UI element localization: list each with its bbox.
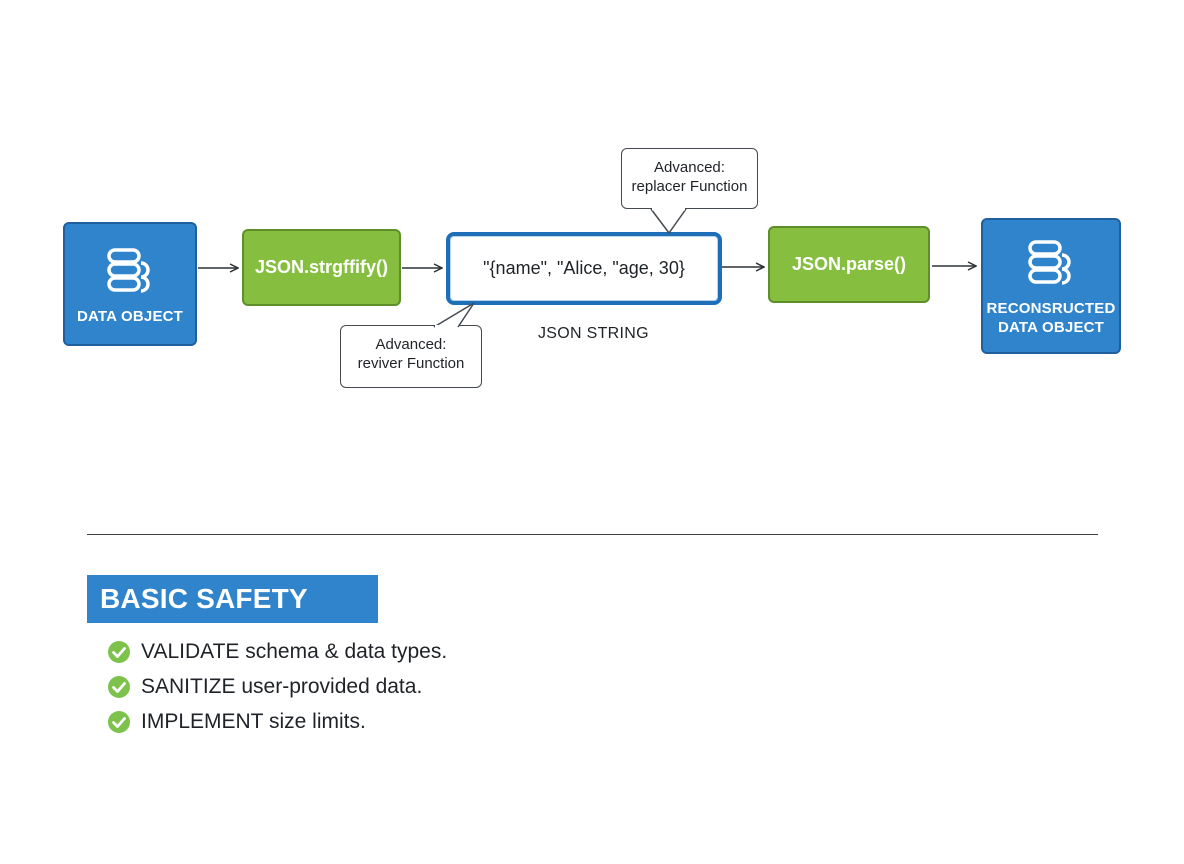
reviver-callout-line1: Advanced:	[375, 336, 447, 353]
reviver-callout-line2: reviver Function	[357, 355, 465, 372]
check-circle-icon	[108, 675, 130, 698]
json-string-caption: JSON STRING	[538, 325, 649, 342]
database-icon	[107, 247, 150, 293]
replacer-callout: Advanced: replacer Function	[621, 148, 758, 209]
data-object-label: DATA OBJECT	[76, 307, 184, 325]
database-icon	[1028, 240, 1071, 285]
tip-text: IMPLEMENT size limits.	[141, 709, 366, 733]
check-circle-icon	[108, 640, 130, 663]
replacer-callout-pointer	[650, 207, 687, 235]
json-string-value: "{name", "Alice, "age, 30}	[483, 258, 685, 278]
section-divider	[87, 534, 1098, 535]
reconstructed-label-line2: DATA OBJECT	[997, 319, 1105, 336]
reviver-callout: Advanced: reviver Function	[340, 325, 482, 388]
check-circle-icon	[108, 710, 130, 733]
parse-label: JSON.parse()	[791, 254, 907, 274]
parse-box: JSON.parse()	[768, 226, 930, 303]
tip-text: SANITIZE user-provided data.	[141, 674, 423, 698]
reconstructed-label-line1: RECONSRUCTED	[986, 300, 1116, 317]
tip-text: VALIDATE schema & data types.	[141, 639, 448, 663]
json-string-box: "{name", "Alice, "age, 30}	[446, 232, 722, 305]
list-item: SANITIZE user-provided data.	[107, 669, 447, 704]
data-object-box: DATA OBJECT	[63, 222, 197, 346]
safety-tips-title: BASIC SAFETY TIPS	[87, 575, 378, 662]
replacer-callout-line2: replacer Function	[631, 178, 748, 195]
reconstructed-object-box: RECONSRUCTED DATA OBJECT	[981, 218, 1121, 354]
stringify-box: JSON.strgffify()	[242, 229, 401, 306]
list-item: IMPLEMENT size limits.	[107, 704, 447, 739]
list-item: VALIDATE schema & data types.	[107, 634, 447, 669]
replacer-callout-line1: Advanced:	[654, 159, 725, 176]
stringify-label: JSON.strgffify()	[254, 257, 388, 277]
safety-tips-list: VALIDATE schema & data types. SANITIZE u…	[107, 634, 447, 739]
reviver-callout-pointer	[433, 302, 475, 328]
